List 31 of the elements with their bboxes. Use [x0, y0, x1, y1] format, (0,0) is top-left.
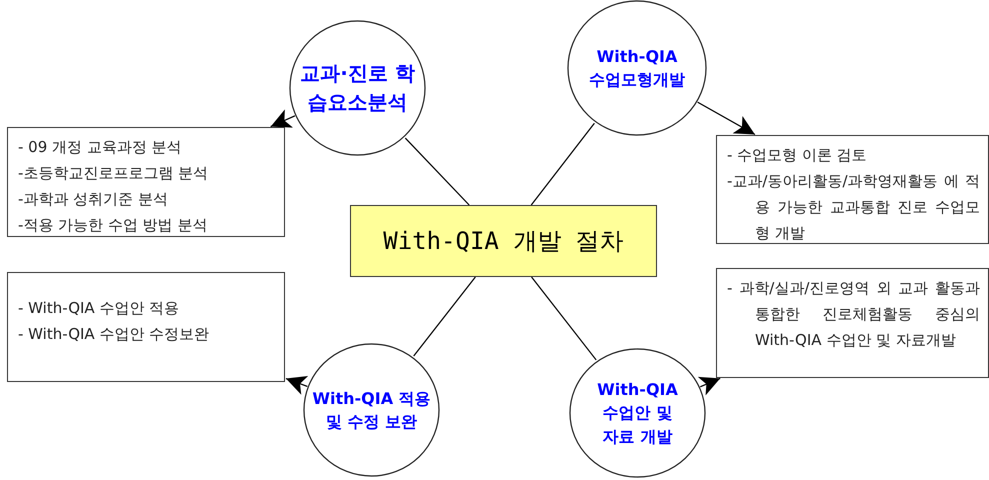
connector-line	[531, 276, 597, 360]
connector-line	[530, 122, 595, 206]
step-label: 교과·진로 학습요소분석	[300, 60, 415, 116]
arrow	[286, 376, 308, 395]
list-item: - 수업모형 이론 검토	[727, 145, 868, 166]
arrow	[270, 109, 296, 128]
text-box	[716, 135, 989, 244]
list-item: -초등학교진로프로그램 분석	[18, 163, 210, 184]
title-box	[350, 205, 657, 277]
step-circle	[303, 343, 440, 477]
step-circle	[289, 20, 426, 156]
connector-line	[404, 138, 470, 206]
title-text: With-QIA 개발 절차	[383, 226, 624, 257]
list-item: -교과/동아리활동/과학영재활동 에 적용 가능한 교과통합 진로 수업모형 개발	[727, 171, 980, 244]
arrow	[698, 376, 720, 396]
list-item: -과학과 성취기준 분석	[18, 189, 169, 210]
step-label: With-QIA 적용 및 수정 보완	[311, 388, 432, 433]
list-item: -적용 가능한 수업 방법 분석	[18, 215, 208, 236]
step-circle	[569, 348, 706, 478]
list-item: - With-QIA 수업안 수정보완	[18, 324, 210, 345]
step-circle	[567, 0, 707, 136]
list-item: - 과학/실과/진로영역 외 교과 활동과 통합한 진로체험활동 중심의 With-QIA 수업안 및 자료개발	[727, 278, 980, 351]
step-label: With-QIA 수업모형개발	[588, 46, 686, 91]
list-item: - 09 개정 교육과정 분석	[18, 137, 183, 158]
text-box	[716, 268, 989, 378]
step-label: With-QIA 수업안 및 자료 개발	[596, 379, 678, 448]
arrow	[697, 102, 756, 136]
text-box	[7, 272, 285, 382]
connector-line	[413, 276, 476, 356]
list-item: - With-QIA 수업안 적용	[18, 298, 180, 319]
text-box	[7, 127, 285, 237]
